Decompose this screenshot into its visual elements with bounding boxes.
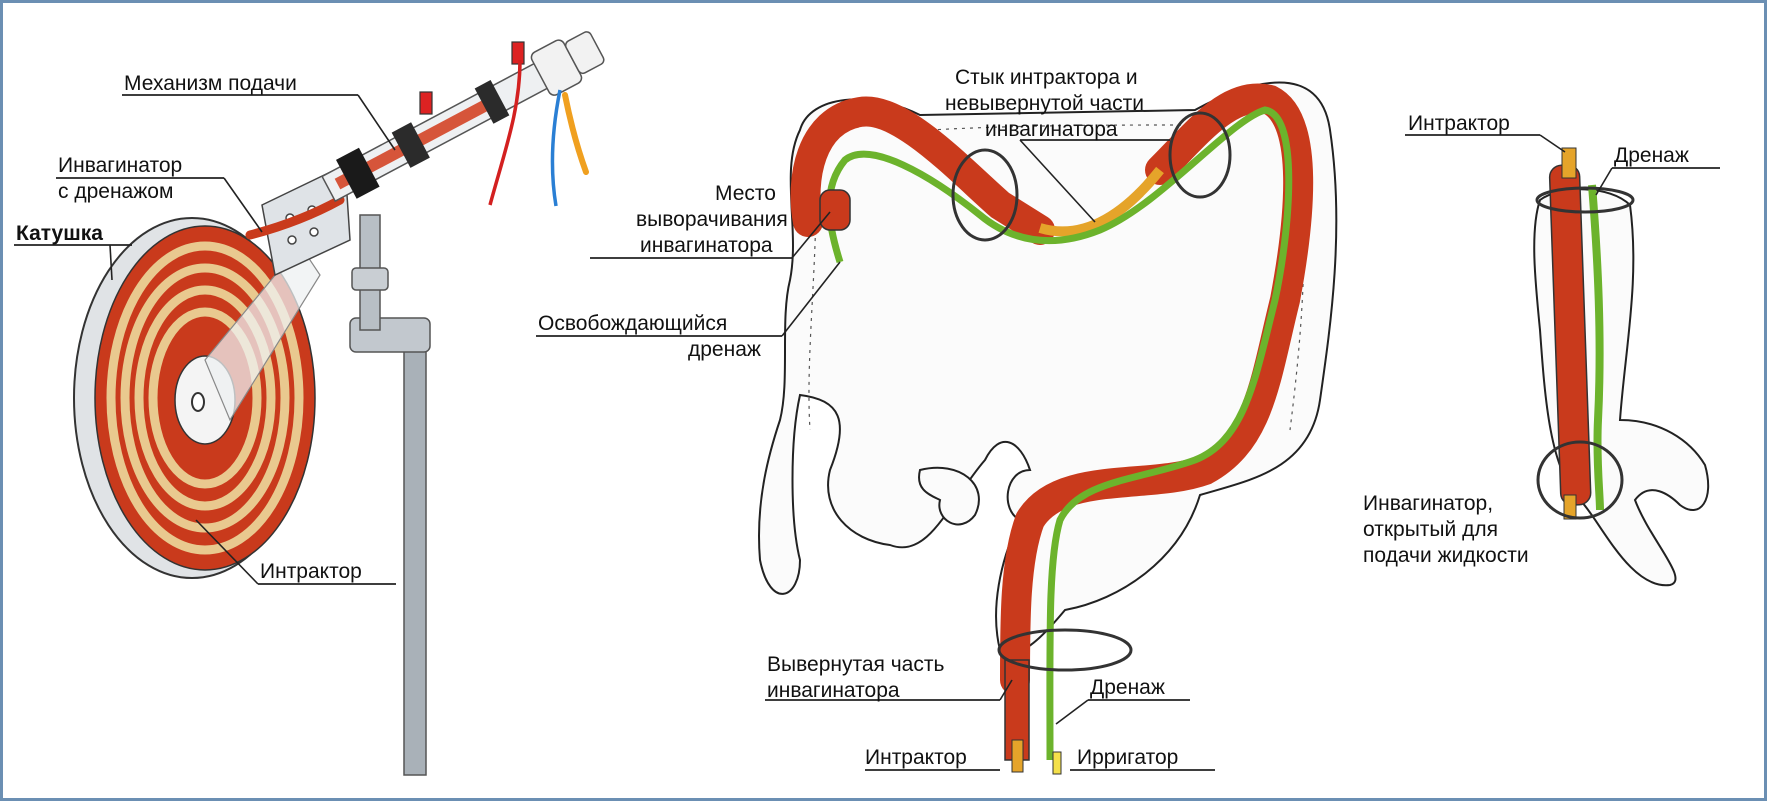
junction-label-2: невывернутой части xyxy=(945,92,1144,115)
drain-mid-leader xyxy=(1056,700,1088,724)
eversion-label-2: выворачивания xyxy=(636,208,788,231)
open-label-2: открытый для xyxy=(1363,518,1498,541)
junction-label-1: Стык интрактора и xyxy=(955,66,1138,89)
everted-label-2: инвагинатора xyxy=(767,679,900,702)
open-label-1: Инвагинатор, xyxy=(1363,492,1493,515)
release-label-2: дренаж xyxy=(688,338,761,361)
junction-label-3: инвагинатора xyxy=(985,118,1118,141)
irrigator-label: Ирригатор xyxy=(1077,746,1178,769)
blue-line xyxy=(553,90,560,206)
right-intractor-top xyxy=(1562,148,1576,178)
intractor-mid-label: Интрактор xyxy=(865,746,967,769)
invaginator-label-2: с дренажом xyxy=(58,180,173,203)
valve-1 xyxy=(420,92,432,114)
intractor-core xyxy=(1012,740,1023,772)
colon-outline xyxy=(759,83,1336,653)
reel-label: Катушка xyxy=(16,222,103,245)
eversion-label-3: инвагинатора xyxy=(640,234,773,257)
valve-2 xyxy=(512,42,524,64)
intractor-left-label: Интрактор xyxy=(260,560,362,583)
intractor-right-leader xyxy=(1540,135,1565,152)
everted-label-1: Вывернутая часть xyxy=(767,653,944,676)
right-colon xyxy=(1534,148,1708,585)
feed-tube xyxy=(317,25,608,210)
stand-knob xyxy=(352,268,388,290)
feed-device xyxy=(74,25,608,775)
invaginator-leader xyxy=(224,178,262,232)
drain-mid-label: Дренаж xyxy=(1090,676,1165,699)
open-label-3: подачи жидкости xyxy=(1363,544,1529,567)
feed-mechanism-label: Механизм подачи xyxy=(124,72,297,95)
stand-pole xyxy=(404,330,426,775)
reel-axle xyxy=(192,393,204,411)
eversion-label-1: Место xyxy=(715,182,776,205)
drain-right-label: Дренаж xyxy=(1614,144,1689,167)
intractor-right-label: Интрактор xyxy=(1408,112,1510,135)
eversion-cuff xyxy=(820,190,850,230)
irrigator-tip xyxy=(1053,752,1061,774)
release-label-1: Освобождающийся xyxy=(538,312,727,335)
feed-mechanism-leader xyxy=(358,95,395,150)
orange-line xyxy=(565,95,586,172)
invaginator-label-1: Инвагинатор xyxy=(58,154,182,177)
